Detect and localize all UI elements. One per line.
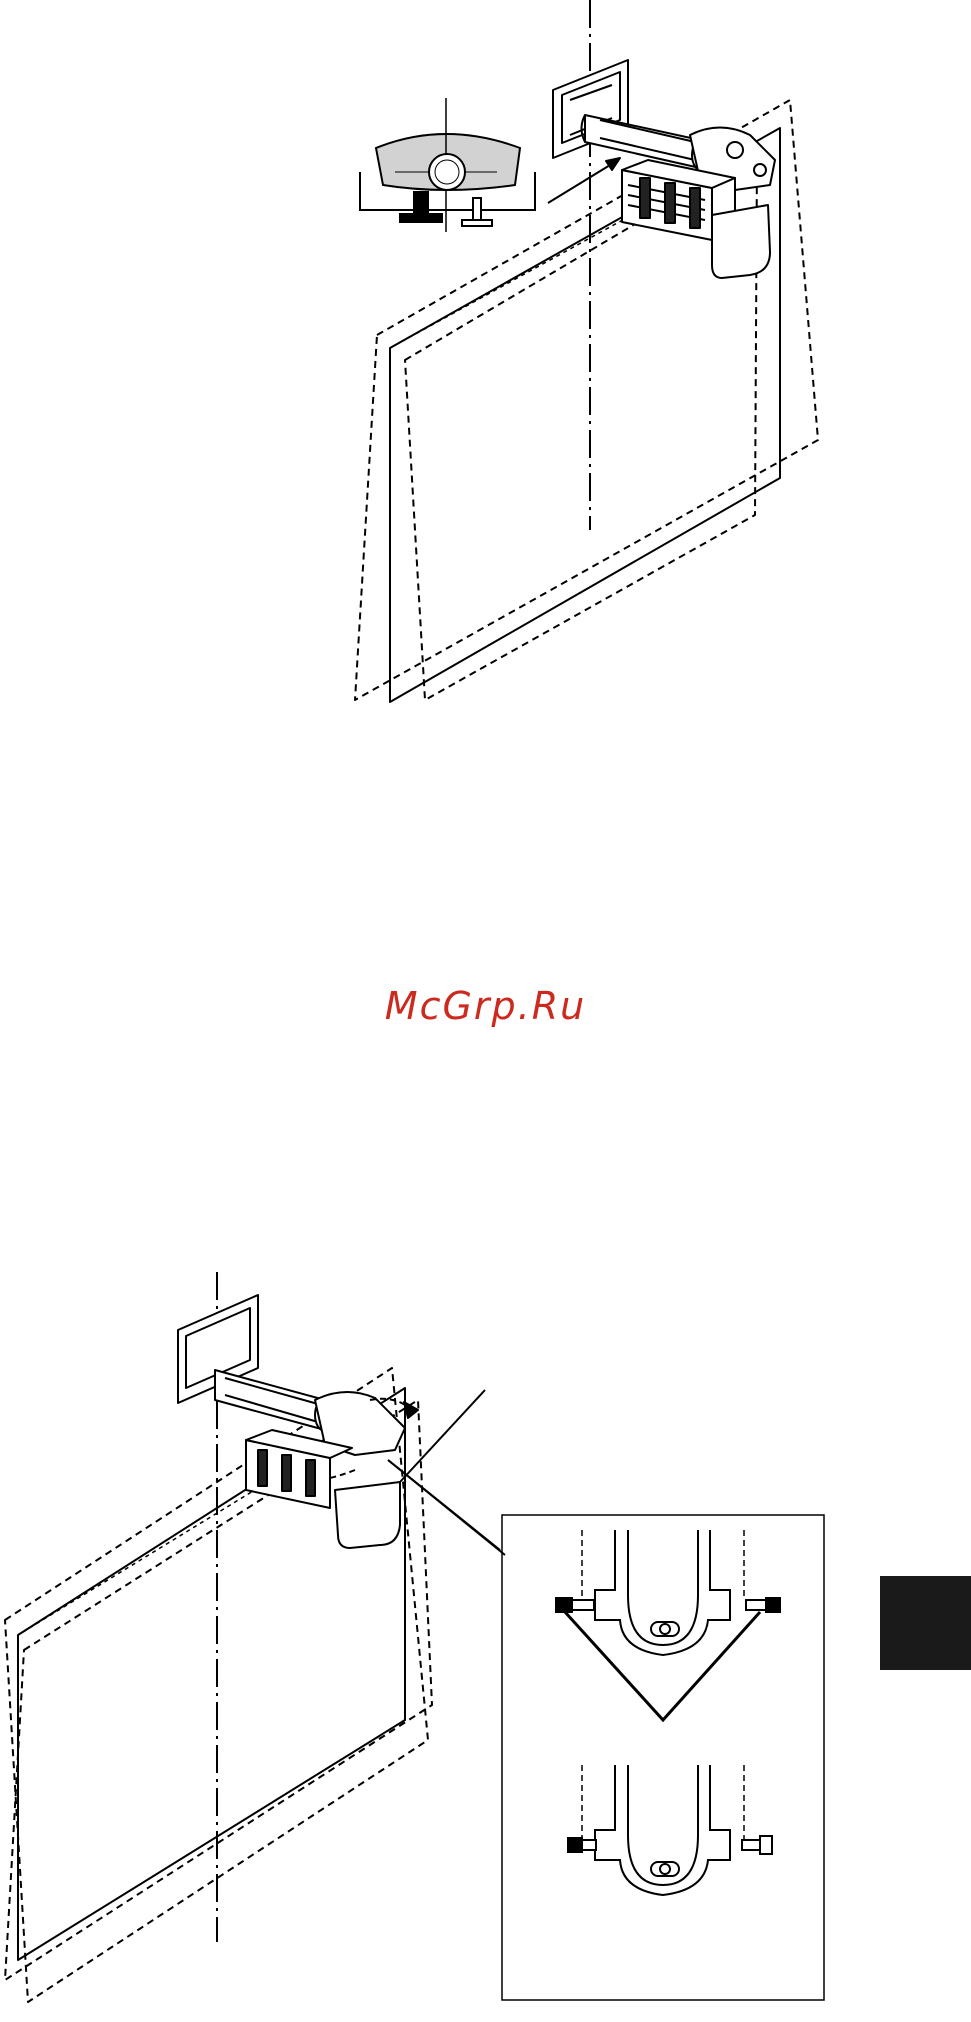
detail-inset xyxy=(502,1515,824,2000)
projection-ray xyxy=(390,216,630,348)
leader-line xyxy=(548,162,615,203)
figure-top-diagram xyxy=(0,0,971,760)
lens-view-inset xyxy=(360,98,535,232)
screen-outline-solid-bottom xyxy=(18,1388,405,1960)
figure-bottom-diagram xyxy=(0,1250,971,2022)
detail-upper-bracket xyxy=(556,1530,780,1720)
watermark-text: McGrp.Ru xyxy=(0,984,971,1028)
section-tab-marker xyxy=(880,1576,971,1670)
detail-lower-bracket xyxy=(568,1765,772,1895)
mirror-cover-bottom xyxy=(335,1482,400,1548)
mirror-cover xyxy=(712,205,770,278)
detail-v-pointer xyxy=(565,1612,760,1720)
leader-arrowhead xyxy=(606,158,620,170)
